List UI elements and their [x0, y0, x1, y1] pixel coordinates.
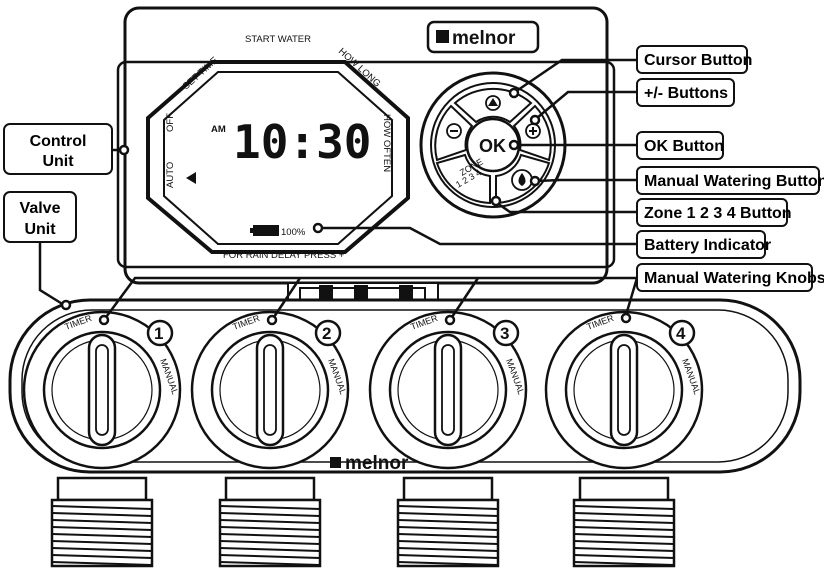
- water-drop-icon: [518, 173, 526, 186]
- knob-number: 3: [500, 324, 509, 343]
- callout-lines: [38, 58, 639, 326]
- callout-manual-watering: [636, 166, 820, 195]
- callout-plus-minus: [636, 78, 735, 107]
- callout-valve-unit-line2: Unit: [24, 221, 56, 238]
- knob-handle: [433, 333, 463, 447]
- callout-plus-minus-text: +/- Buttons: [644, 85, 728, 102]
- callout-cursor: [636, 45, 748, 74]
- lcd-start-water: START WATER: [245, 34, 311, 45]
- plus-button[interactable]: [512, 104, 552, 162]
- knob-grip: [441, 344, 455, 436]
- callout-control-unit-line2: Unit: [42, 153, 74, 170]
- callout-zone-text: Zone 1 2 3 4 Button: [644, 205, 792, 222]
- knob-number: 2: [322, 324, 331, 343]
- knob-handle: [609, 333, 639, 447]
- callout-knobs-text: Manual Watering Knobs: [644, 270, 824, 287]
- battery-icon: [250, 225, 279, 236]
- callout-control-unit: [3, 123, 113, 175]
- callout-zone: [636, 198, 788, 227]
- callout-valve-unit-line1: Valve: [20, 200, 61, 217]
- plus-icon: [529, 127, 537, 135]
- knob-number: 1: [154, 324, 163, 343]
- knob-grip: [617, 344, 631, 436]
- knob-row: 1TIMERMANUAL2TIMERMANUAL3TIMERMANUAL4TIM…: [22, 310, 704, 470]
- knob-number-badge: [146, 319, 174, 347]
- callout-cursor-text: Cursor Button: [644, 52, 752, 69]
- hose-outlet-2: [218, 476, 322, 568]
- knob-grip: [263, 344, 277, 436]
- callout-manual-watering-text: Manual Watering Button: [644, 173, 824, 190]
- lcd-off: OFF: [165, 113, 176, 132]
- lcd-auto: AUTO: [165, 162, 176, 188]
- brand-logo: melnor: [452, 28, 516, 49]
- callout-control-unit-line1: Control: [30, 133, 87, 150]
- ok-button-label: OK: [479, 136, 506, 156]
- hose-outlet-1: [50, 476, 154, 568]
- knob-handle: [87, 333, 117, 447]
- lcd-time: 10:30: [233, 115, 371, 169]
- brand-badge: [426, 20, 540, 54]
- zone-button[interactable]: [435, 153, 491, 205]
- callout-texts: Control Unit Valve Unit Cursor Button +/…: [20, 52, 824, 287]
- lcd-rain-delay: FOR RAIN DELAY PRESS +: [223, 250, 345, 261]
- button-cluster: [419, 71, 567, 219]
- hose-outlet-4: [572, 476, 676, 568]
- callout-battery: [636, 230, 766, 259]
- lcd-battery: 100%: [281, 227, 306, 238]
- hose-outlet-3: [396, 476, 500, 568]
- mode-pointer-icon: [186, 172, 196, 184]
- valve-brand: melnor: [345, 453, 409, 474]
- knob-number-badge: [314, 319, 342, 347]
- knob-grip: [95, 344, 109, 436]
- callout-ok-text: OK Button: [644, 138, 724, 155]
- knob-number: 4: [676, 324, 686, 343]
- lcd-how-often: HOW OFTEN: [381, 114, 392, 172]
- callout-boxes: [3, 45, 820, 292]
- callout-valve-unit: [3, 191, 77, 243]
- manual-watering-button[interactable]: [495, 153, 551, 205]
- knob-number-badge: [492, 319, 520, 347]
- callout-knobs: [636, 263, 813, 292]
- lcd-am: AM: [211, 124, 226, 135]
- callout-battery-text: Battery Indicator: [644, 237, 771, 254]
- minus-button[interactable]: [434, 104, 474, 162]
- knob-handle: [255, 333, 285, 447]
- hose-outlets: [50, 476, 676, 568]
- callout-ok: [636, 131, 724, 160]
- cursor-up-icon: [488, 98, 498, 106]
- lcd-screen: [163, 71, 393, 245]
- knob-number-badge: [668, 319, 696, 347]
